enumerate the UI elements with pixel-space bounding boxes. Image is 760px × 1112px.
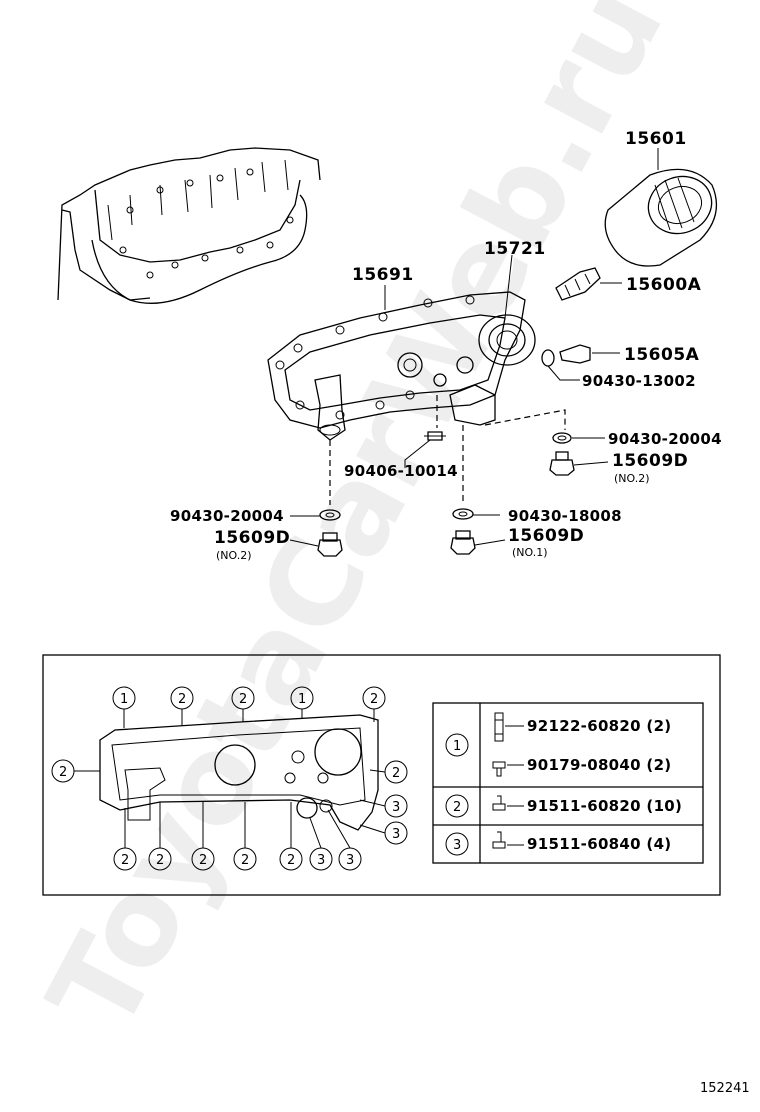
label-90406-10014: 90406-10014 <box>344 462 458 480</box>
label-15609d-right: 15609D <box>612 451 688 471</box>
callout-bottom-7: 3 <box>346 853 354 868</box>
gasket-right <box>552 432 572 444</box>
oil-filter-union-15600a <box>555 267 601 301</box>
drain-plug-left <box>317 532 343 557</box>
bolt-flange-icon <box>492 761 506 777</box>
plug-15605a <box>541 344 591 367</box>
figure-number: 152241 <box>700 1081 750 1096</box>
engine-block-illustration <box>57 147 321 304</box>
inset-bolt-table: 1 2 3 92122-60820 (2) 90179-08040 (2) 91… <box>432 702 704 864</box>
inset-gasket-outline <box>99 714 379 831</box>
label-15601: 15601 <box>625 129 687 149</box>
table-item-92122-60820: 92122-60820 (2) <box>527 717 671 735</box>
stud-90406-10014 <box>424 431 446 441</box>
callout-top-4: 1 <box>298 692 306 707</box>
oil-cooler-cover-15691 <box>267 291 526 441</box>
leader-lines <box>289 148 659 547</box>
callout-bottom-5: 2 <box>287 853 295 868</box>
label-90430-20004-left: 90430-20004 <box>170 507 284 525</box>
note-no2-right: (NO.2) <box>614 472 650 485</box>
callout-bottom-4: 2 <box>241 853 249 868</box>
bolt-icon-60820 <box>492 795 506 811</box>
callout-right-3: 3 <box>392 827 400 842</box>
label-15691: 15691 <box>352 265 414 285</box>
callout-bottom-1: 2 <box>121 853 129 868</box>
label-15609d-left: 15609D <box>214 528 290 548</box>
gasket-center <box>452 508 474 520</box>
label-15600a: 15600A <box>626 275 702 295</box>
table-group-2: 2 <box>453 800 461 815</box>
oil-cooler-element-15721 <box>478 314 536 366</box>
label-15609d-center: 15609D <box>508 526 584 546</box>
inset-frame <box>42 654 721 896</box>
label-90430-18008: 90430-18008 <box>508 507 622 525</box>
table-item-91511-60820: 91511-60820 (10) <box>527 797 682 815</box>
gasket-left <box>319 509 341 521</box>
callout-right-2: 3 <box>392 800 400 815</box>
callout-bottom-6: 3 <box>317 853 325 868</box>
callout-bottom-3: 2 <box>199 853 207 868</box>
callout-right-1: 2 <box>392 766 400 781</box>
callout-top-5: 2 <box>370 692 378 707</box>
inset-callouts: 1 2 2 1 2 2 2 3 3 2 2 2 2 2 3 3 <box>51 686 408 871</box>
drain-plug-center <box>450 530 476 555</box>
label-15605a: 15605A <box>624 345 700 365</box>
callout-top-3: 2 <box>239 692 247 707</box>
callout-left-1: 2 <box>59 765 67 780</box>
pin-icon <box>494 712 504 742</box>
table-group-3: 3 <box>453 838 461 853</box>
table-item-91511-60840: 91511-60840 (4) <box>527 835 671 853</box>
inset-callout-leaders <box>74 709 386 849</box>
bolt-icon-60840 <box>492 831 506 849</box>
table-group-1: 1 <box>453 739 461 754</box>
callout-top-1: 1 <box>120 692 128 707</box>
label-90430-20004-right: 90430-20004 <box>608 430 722 448</box>
oil-filter-15601 <box>604 168 718 267</box>
label-90430-13002: 90430-13002 <box>582 372 696 390</box>
table-item-90179-08040: 90179-08040 (2) <box>527 756 671 774</box>
drain-plug-right <box>549 451 575 476</box>
note-no1-center: (NO.1) <box>512 546 548 559</box>
note-no2-left: (NO.2) <box>216 549 252 562</box>
callout-bottom-2: 2 <box>156 853 164 868</box>
callout-top-2: 2 <box>178 692 186 707</box>
label-15721: 15721 <box>484 239 546 259</box>
